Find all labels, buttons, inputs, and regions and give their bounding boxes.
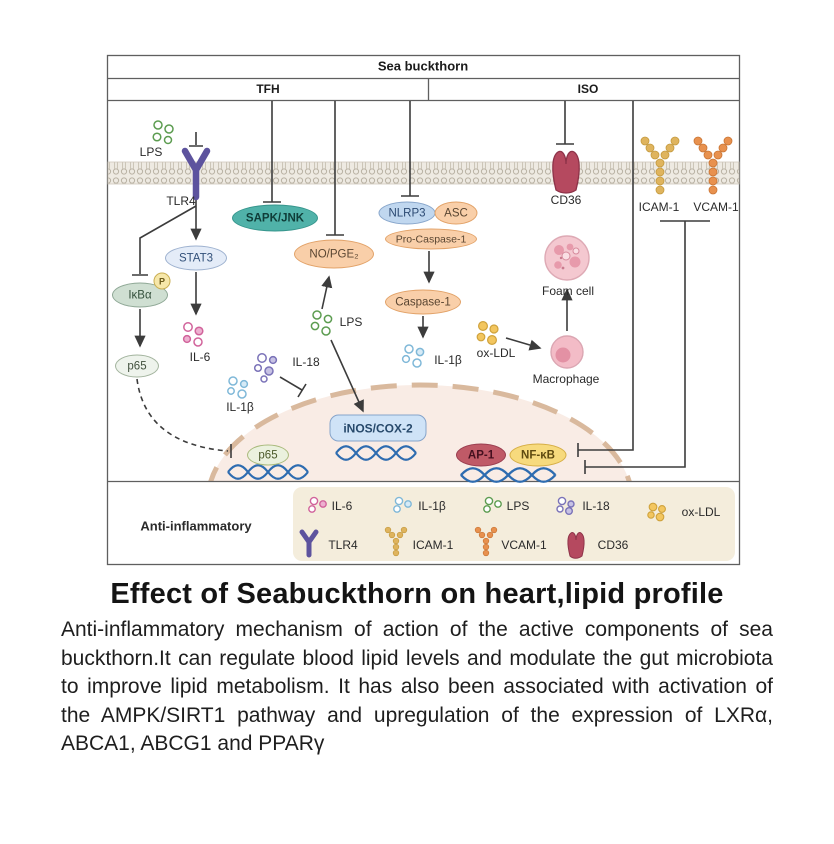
macrophage-icon: [550, 335, 584, 369]
pro-caspase1-node: Pro-Caspase-1: [385, 228, 477, 250]
tlr4-label: TLR4: [166, 194, 196, 208]
iso-nfkb-inhibit-line: [577, 101, 634, 457]
il1b-mid-label: IL-1β: [434, 353, 462, 367]
tlr4-ikba-inhibit-line: [132, 205, 197, 276]
legend-oxldl-icon: [647, 502, 666, 522]
legend-vcam1-icon: [474, 526, 498, 557]
activation-arrows: [134, 197, 573, 413]
asc-node: ASC: [434, 201, 478, 225]
inos-cox2-node: iNOS/COX-2: [329, 414, 427, 442]
legend-vcam1-label: VCAM-1: [501, 538, 547, 552]
tlr4-receptor-icon: [181, 147, 211, 201]
legend-icam1-label: ICAM-1: [412, 538, 454, 552]
legend-il6-label: IL-6: [331, 499, 353, 513]
legend-lps-icon: [483, 496, 502, 513]
il6-label: IL-6: [189, 350, 211, 364]
ikba-node: IκBα: [112, 282, 168, 308]
foam-cell-icon: [544, 235, 590, 281]
legend-il18-label: IL-18: [582, 499, 610, 513]
cell-membrane-icon: [107, 161, 740, 185]
nlrp3-node: NLRP3: [378, 201, 436, 225]
p65-nucleus-node: p65: [247, 444, 289, 466]
legend-tlr4-label: TLR4: [328, 538, 358, 552]
figure-frame: [106, 54, 741, 566]
figure-title: Sea buckthorn: [377, 58, 469, 74]
vcam1-label: VCAM-1: [693, 200, 739, 214]
tfh-sapk-inhibit-line: [263, 101, 281, 203]
icam1-receptor-icon: [640, 136, 680, 195]
cd36-label: CD36: [550, 193, 582, 207]
il18-molecules-icon: [253, 353, 278, 383]
legend-title: Anti-inflammatory: [140, 518, 252, 534]
legend-box: [293, 487, 735, 561]
lps-left-label: LPS: [139, 145, 163, 159]
legend-il1b-icon: [393, 496, 412, 513]
legend-cd36-icon: [567, 532, 585, 559]
oxldl-label: ox-LDL: [476, 346, 516, 360]
legend-tlr4-icon: [299, 529, 319, 558]
caption-heading: Effect of Seabuckthorn on heart,lipid pr…: [110, 578, 724, 610]
lps-molecules-icon: [152, 120, 174, 145]
legend-il6-icon: [308, 496, 327, 513]
oxldl-macrophage-arrow: [505, 337, 542, 351]
column-iso: ISO: [577, 82, 599, 96]
p65-node: p65: [115, 354, 159, 378]
tfh-nopge2-inhibit-line: [326, 101, 344, 236]
lps-nopge2-arrow: [321, 275, 333, 310]
inhibition-lines: [132, 101, 710, 474]
macrophage-label: Macrophage: [532, 372, 600, 386]
il1b-mid-molecules-icon: [401, 344, 425, 368]
legend-lps-label: LPS: [506, 499, 530, 513]
legend-cd36-label: CD36: [597, 538, 629, 552]
foam-cell-label: Foam cell: [541, 284, 595, 298]
nfkb-node: NF-κB: [509, 443, 567, 467]
il18-label: IL-18: [292, 355, 320, 369]
lps-tlr4-inhibit-line: [189, 132, 203, 147]
vcam1-receptor-icon: [693, 136, 733, 195]
caspase1-node: Caspase-1: [385, 289, 461, 315]
icam1-label: ICAM-1: [638, 200, 680, 214]
cytokine-nucleus-inhibit-line: [279, 376, 307, 398]
legend-oxldl-label: ox-LDL: [681, 505, 721, 519]
legend-il18-icon: [556, 496, 575, 516]
phospho-badge: P: [153, 272, 171, 290]
il1b-left-molecules-icon: [227, 376, 249, 399]
icam-vcam-inhibit-line: [584, 220, 710, 474]
lps-mid-label: LPS: [339, 315, 363, 329]
legend-icam1-icon: [384, 526, 408, 557]
lps-mid-molecules-icon: [310, 310, 333, 336]
column-tfh: TFH: [256, 82, 280, 96]
il6-molecules-icon: [182, 322, 204, 347]
lps-inos-arrow: [330, 339, 364, 413]
cd36-receptor-icon: [552, 150, 580, 194]
stat3-node: STAT3: [165, 245, 227, 271]
legend-il1b-label: IL-1β: [418, 499, 446, 513]
sapk-jnk-node: SAPK/JNK: [232, 204, 318, 232]
il1b-left-label: IL-1β: [226, 400, 254, 414]
oxldl-molecules-icon: [476, 321, 499, 346]
ap1-node: AP-1: [456, 443, 506, 467]
caption-body: Anti-inflammatory mechanism of action of…: [61, 618, 773, 755]
tfh-nlrp3-inhibit-line: [401, 101, 419, 197]
p65-translocation-dashed-line: [136, 378, 229, 452]
iso-cd36-inhibit-line: [556, 101, 574, 145]
no-pge2-node: NO/PGE₂: [294, 239, 374, 269]
